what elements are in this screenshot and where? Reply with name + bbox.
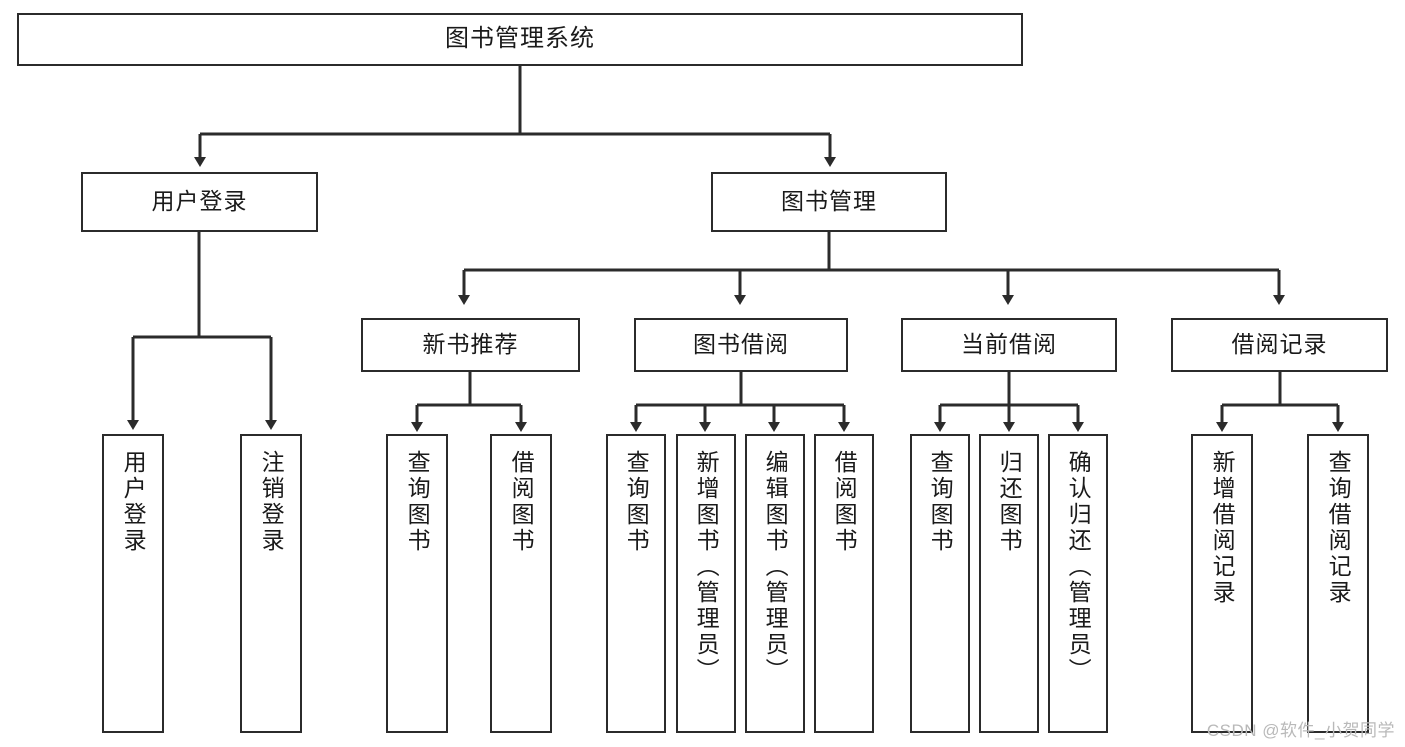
node-leaf-user-login-login[interactable]: 用户登录 <box>102 434 164 733</box>
node-leaf-user-login-logout[interactable]: 注销登录 <box>240 434 302 733</box>
node-label: 查询图书 <box>927 450 954 554</box>
node-leaf-book-borrow-borrow[interactable]: 借阅图书 <box>814 434 874 733</box>
node-label: 借阅图书 <box>831 450 858 554</box>
node-label: 归还图书 <box>996 450 1023 554</box>
node-user-login[interactable]: 用户登录 <box>81 172 318 232</box>
node-label: 图书借阅 <box>693 331 789 358</box>
node-label: 新增图书（管理员） <box>693 450 720 684</box>
node-label: 注销登录 <box>258 450 285 554</box>
node-root-book-management-system[interactable]: 图书管理系统 <box>17 13 1023 66</box>
node-current-borrow[interactable]: 当前借阅 <box>901 318 1117 372</box>
node-label: 确认归还（管理员） <box>1065 450 1092 684</box>
node-leaf-new-book-query[interactable]: 查询图书 <box>386 434 448 733</box>
node-label: 图书管理 <box>781 188 877 215</box>
node-label: 图书管理系统 <box>445 25 595 53</box>
node-leaf-new-book-borrow[interactable]: 借阅图书 <box>490 434 552 733</box>
node-leaf-current-borrow-query[interactable]: 查询图书 <box>910 434 970 733</box>
node-label: 用户登录 <box>151 188 248 215</box>
node-leaf-borrow-record-add[interactable]: 新增借阅记录 <box>1191 434 1253 733</box>
watermark: CSDN @软件_小贺同学 <box>1206 721 1395 740</box>
node-label: 查询借阅记录 <box>1325 450 1352 606</box>
node-label: 借阅图书 <box>508 450 535 554</box>
node-leaf-book-borrow-query[interactable]: 查询图书 <box>606 434 666 733</box>
node-label: 新书推荐 <box>422 331 519 358</box>
node-label: 查询图书 <box>623 450 650 554</box>
node-label: 新增借阅记录 <box>1209 450 1236 606</box>
node-borrow-record[interactable]: 借阅记录 <box>1171 318 1388 372</box>
node-label: 用户登录 <box>120 450 147 554</box>
node-leaf-current-borrow-return[interactable]: 归还图书 <box>979 434 1039 733</box>
node-leaf-book-borrow-add[interactable]: 新增图书（管理员） <box>676 434 736 733</box>
node-leaf-current-borrow-confirm[interactable]: 确认归还（管理员） <box>1048 434 1108 733</box>
node-book-management[interactable]: 图书管理 <box>711 172 947 232</box>
node-leaf-book-borrow-edit[interactable]: 编辑图书（管理员） <box>745 434 805 733</box>
node-label: 查询图书 <box>404 450 431 554</box>
node-label: 当前借阅 <box>961 331 1057 358</box>
node-leaf-borrow-record-query[interactable]: 查询借阅记录 <box>1307 434 1369 733</box>
node-new-book-recommend[interactable]: 新书推荐 <box>361 318 580 372</box>
node-label: 借阅记录 <box>1231 331 1328 358</box>
node-label: 编辑图书（管理员） <box>762 450 789 684</box>
node-book-borrow[interactable]: 图书借阅 <box>634 318 848 372</box>
